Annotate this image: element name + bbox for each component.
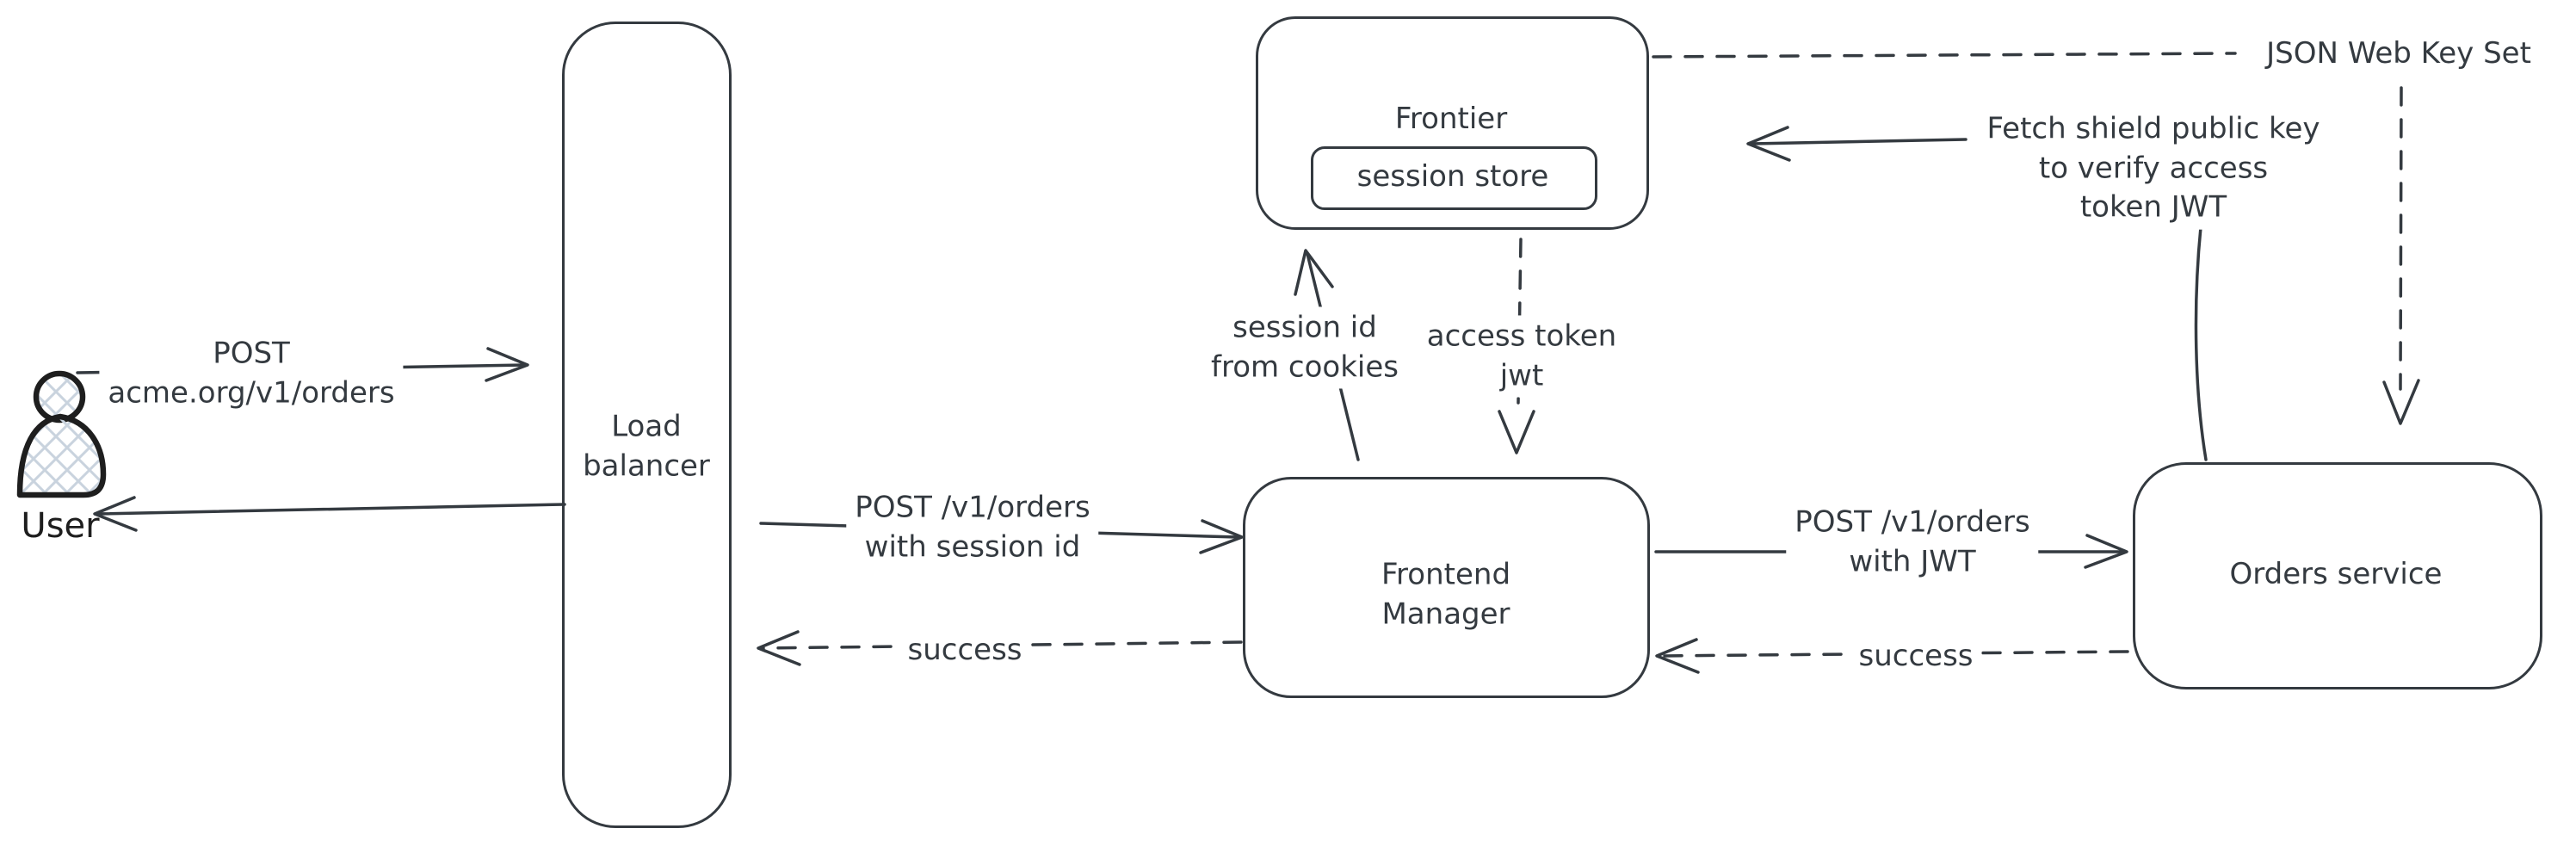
edge-label-access-token-jwt: access token jwt bbox=[1418, 315, 1626, 398]
edge-label-line: Fetch shield public key bbox=[1986, 111, 2320, 146]
node-label-line: Manager bbox=[1381, 597, 1510, 631]
edge-label-post-orders: POST acme.org/v1/orders bbox=[99, 332, 404, 415]
edge-label-line: POST /v1/orders bbox=[1795, 504, 2030, 540]
edge-label-success-right: success bbox=[1850, 635, 1982, 678]
edge-label-line: access token bbox=[1426, 318, 1617, 354]
edge-label-success-left: success bbox=[899, 629, 1031, 672]
arrow-load-balancer-to-user[interactable] bbox=[93, 496, 566, 532]
edge-label-post-session-id: POST /v1/orders with session id bbox=[846, 486, 1099, 569]
node-label-line: Frontend bbox=[1381, 557, 1511, 592]
edge-label-line: POST /v1/orders bbox=[855, 490, 1090, 525]
edge-label-line: to verify access bbox=[2038, 151, 2269, 186]
edge-label-post-jwt: POST /v1/orders with JWT bbox=[1786, 501, 2039, 584]
node-frontier[interactable] bbox=[1256, 16, 1649, 230]
node-label-line: balancer bbox=[583, 448, 710, 483]
user-icon[interactable] bbox=[16, 370, 107, 498]
session-store-label: session store bbox=[1356, 159, 1549, 195]
edge-label-line: from cookies bbox=[1211, 349, 1399, 384]
node-label-line: Load bbox=[611, 409, 682, 444]
edge-label-line: with JWT bbox=[1849, 544, 1976, 578]
edge-label-fetch-public-key: Fetch shield public key to verify access… bbox=[1978, 108, 2329, 230]
arrow-orders-service-to-frontier[interactable] bbox=[1746, 126, 2208, 461]
frontier-title: Frontier bbox=[1394, 102, 1508, 137]
node-orders-service[interactable] bbox=[2133, 462, 2542, 689]
load-balancer-label: Load balancer bbox=[583, 407, 710, 485]
edge-label-line: acme.org/v1/orders bbox=[108, 375, 395, 410]
node-session-store[interactable] bbox=[1311, 146, 1597, 210]
orders-service-label: Orders service bbox=[2229, 557, 2443, 592]
frontend-manager-label: Frontend Manager bbox=[1381, 555, 1510, 634]
edge-label-line: token JWT bbox=[2079, 189, 2227, 225]
line-frontier-to-jwks[interactable] bbox=[1652, 52, 2237, 59]
edge-label-line: with session id bbox=[864, 529, 1081, 564]
edge-label-session-id-cookies: session id from cookies bbox=[1202, 306, 1407, 389]
edge-label-line: POST bbox=[213, 336, 290, 371]
arrow-jwks-to-orders-service[interactable] bbox=[2382, 86, 2420, 425]
node-load-balancer[interactable] bbox=[562, 22, 732, 828]
user-label: User bbox=[21, 506, 100, 547]
edge-label-line: session id bbox=[1232, 310, 1377, 345]
jwks-label: JSON Web Key Set bbox=[2266, 36, 2531, 71]
node-frontend-manager[interactable] bbox=[1243, 477, 1650, 698]
edge-label-line: jwt bbox=[1499, 358, 1544, 393]
